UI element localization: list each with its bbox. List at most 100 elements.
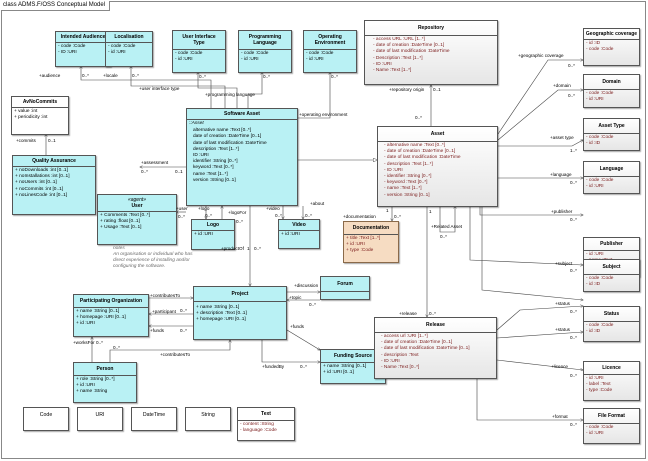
assoc-label: +release (399, 311, 417, 316)
primitive-uri[interactable]: URI (77, 407, 123, 431)
class-attr: alternative name :Text [0..*] (193, 128, 252, 134)
class-person[interactable]: Person + role :String [0..*] + id :URI +… (73, 362, 137, 403)
assoc-mult: 0..* (180, 308, 187, 313)
class-name: Geographic coverage (584, 29, 639, 40)
class-asset[interactable]: Asset - alternative name :Text [0..*] - … (377, 126, 498, 207)
class-attr: - id :URI (241, 57, 259, 63)
assoc-mult: 0..1 (48, 138, 56, 143)
class-name: Person (74, 363, 136, 376)
class-asset-type[interactable]: Asset Type - code :Code- id :ID (583, 118, 640, 151)
class-name: Participating Organization (74, 295, 148, 308)
class-attr: + noUsers :int [0..1] (15, 180, 57, 186)
class-release[interactable]: Release - access url :URI [1..*] - date … (374, 317, 497, 379)
class-video[interactable]: Video + id :URI (278, 219, 320, 249)
assoc-mult: 0..* (275, 213, 282, 218)
class-attr: + noInstallations :int [0..1] (15, 174, 70, 180)
class-attr: - Name :Text [1..*] (373, 68, 412, 74)
class-attr: keyword :Text [0..*] (193, 165, 234, 171)
class-attr: - description :Text (381, 352, 419, 358)
assoc-mult: 0..* (570, 180, 577, 185)
class-stereotype: «agent» (127, 197, 147, 203)
class-attr: + id :URI [0..1] (323, 370, 354, 376)
class-attr: + value :int (14, 109, 38, 114)
class-attr: - code :Code (586, 323, 614, 328)
class-text[interactable]: Text - content :String - language :Code (237, 407, 295, 441)
assoc-label: +worksFor (73, 340, 95, 345)
class-user[interactable]: «agent»User + Comments :Text [0..*] + ra… (97, 194, 177, 245)
class-attr: + id :URI (76, 321, 95, 327)
class-user-interface-type[interactable]: User Interface Type - code :Code- id :UR… (172, 30, 226, 73)
assoc-label: +repository origin (389, 87, 425, 92)
assoc-mult: 0..* (141, 169, 148, 174)
assoc-mult: 1 (247, 246, 250, 251)
assoc-mult: 0..* (113, 345, 120, 350)
class-attr: - code :Code (586, 47, 614, 53)
assoc-mult: 0..* (300, 364, 307, 369)
class-attr: - ID :URI (384, 167, 403, 173)
class-name: Operating Environment (304, 31, 356, 50)
class-subject[interactable]: Subject - code :Code- id :ID (583, 259, 640, 292)
class-operating-environment[interactable]: Operating Environment - code :Code- id :… (303, 30, 357, 73)
class-attr: - id :ID (586, 141, 601, 147)
class-programming-language[interactable]: Programming Language - code :Code- id :U… (238, 30, 292, 73)
assoc-mult: 0..* (205, 213, 212, 218)
class-attr: - access URL :URL [1..*] (373, 37, 425, 42)
edge-assettype (498, 140, 583, 147)
class-file-format[interactable]: File Format - code :Code- id :URI (583, 408, 640, 444)
assoc-label: +licence (551, 364, 568, 369)
primitive-code[interactable]: Code (23, 407, 69, 431)
assoc-label: +subject (555, 261, 573, 266)
assoc-label: +fundedBy (262, 364, 285, 369)
assoc-mult: 0..* (178, 214, 185, 219)
assoc-mult: 1..* (570, 148, 577, 153)
assoc-mult: 0..* (305, 213, 312, 218)
class-attr: + rating :float [0..1] (100, 219, 140, 225)
class-participating-organization[interactable]: Participating Organization + name :Strin… (73, 294, 149, 337)
edge-status (496, 306, 583, 331)
class-attr: - identifier :String [0..*] (384, 174, 432, 180)
assoc-label: +Related Asset (431, 224, 463, 229)
class-intended-audience[interactable]: Intended Audience - code :Code- ID :URI (55, 31, 111, 67)
assoc-mult: 0..* (568, 63, 575, 68)
assoc-mult: 0..* (415, 115, 422, 120)
assoc-label: +status (555, 327, 570, 332)
class-avnocommits[interactable]: AvNoCommits + value :int+ periodicity :i… (11, 96, 69, 135)
class-attr: + Usage :Text [0..1] (100, 225, 142, 231)
class-name: Release (375, 318, 496, 333)
class-name: Status (584, 307, 639, 322)
class-forum[interactable]: Forum (320, 276, 370, 300)
assoc-label: +audience (39, 73, 61, 78)
assoc-label: +locale (103, 73, 118, 78)
assoc-mult: 0..* (132, 73, 139, 78)
edge-fundedby (261, 340, 320, 362)
assoc-label: +language (550, 172, 572, 177)
class-project[interactable]: Project + name :String [0..1] + descript… (193, 286, 287, 340)
assoc-label: +contributesTo (150, 293, 181, 298)
class-status[interactable]: Status - code :Code- id :ID (583, 306, 640, 342)
edge-openv (298, 72, 330, 119)
assoc-mult: 0..* (180, 328, 187, 333)
class-licence[interactable]: Licence - id :URI - label :Text - type :… (583, 361, 640, 401)
assoc-mult: 0..* (440, 234, 447, 239)
class-repository[interactable]: Repository - access URL :URL [1..*] - da… (364, 20, 498, 85)
class-domain[interactable]: Domain - code :Code- id :URI (583, 74, 640, 108)
assoc-mult: 0..* (570, 268, 577, 273)
class-attr: + homepage :URI [0..1] (196, 317, 246, 323)
class-documentation[interactable]: Documentation + title :Text [1..*] + id … (343, 221, 399, 263)
class-language[interactable]: Language - code :Code- id :URI (583, 161, 640, 194)
primitive-datetime[interactable]: DateTime (131, 407, 177, 431)
assoc-label: +about (310, 201, 325, 206)
class-quality-assurance[interactable]: Quality Assurance + noDownloads :int [0.… (12, 155, 96, 215)
class-name: Intended Audience (56, 32, 110, 43)
class-attr: - keyword :Text [0..*] (384, 180, 428, 186)
class-attr: name :Text [1..*] (193, 171, 228, 177)
class-geographic-coverage[interactable]: Geographic coverage - id :ID- code :Code (583, 28, 640, 66)
primitive-string[interactable]: String (185, 407, 231, 431)
class-logo[interactable]: Logo + id :URI (191, 219, 235, 250)
class-attr: - Name :Text [0..*] (381, 365, 420, 371)
class-name: AvNoCommits (12, 97, 68, 108)
class-localisation[interactable]: Localisation - code :Code- id :URI (105, 31, 153, 67)
class-attr: + role :String [0..*] (76, 377, 115, 382)
class-software-asset[interactable]: Software Asset ::Asset alternative name … (186, 108, 298, 206)
